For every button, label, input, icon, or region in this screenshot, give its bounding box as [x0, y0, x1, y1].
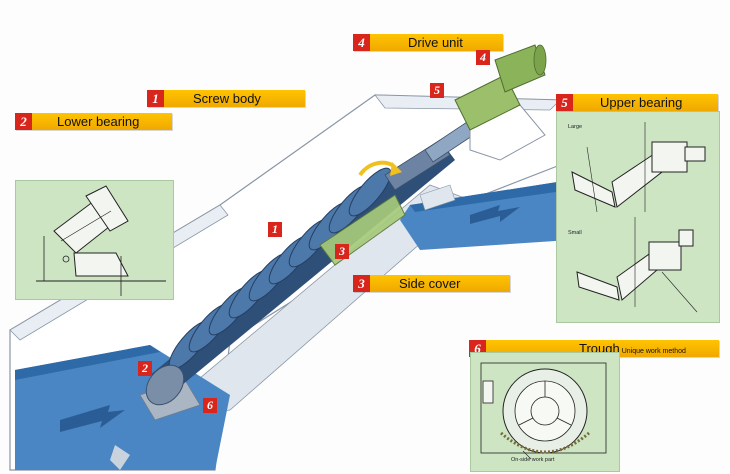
callout-drive-unit: 4: [476, 50, 490, 65]
screw-shaft: [150, 140, 455, 395]
label-side-cover: 3 Side cover: [353, 275, 510, 292]
drive-motor: [494, 44, 546, 93]
callout-screw-body: 1: [268, 222, 282, 237]
callout-trough: 6: [203, 398, 217, 413]
label-drive-unit: 4 Drive unit: [353, 34, 503, 51]
trough-inset: On-side work part: [470, 352, 620, 472]
upper-bearing-drawing: [571, 122, 706, 313]
screw-flights: [168, 167, 392, 370]
callout-side-cover: 3: [335, 244, 349, 259]
trough-drawing: [480, 362, 607, 460]
upper-bearing-inset: Large Small: [556, 111, 720, 323]
trough-subtitle: Unique work method: [621, 348, 686, 355]
upper-bearing-large-caption: Large: [568, 124, 583, 130]
trough-inset-caption: On-side work part: [511, 457, 555, 463]
lower-bearing-drawing: [36, 185, 166, 296]
callout-lower-bearing: 2: [138, 361, 152, 376]
lower-bearing-inset: [15, 180, 174, 300]
upper-bearing-small-caption: Small: [568, 230, 582, 236]
label-upper-bearing: 5 Upper bearing: [556, 94, 718, 111]
callout-upper-bearing: 5: [430, 83, 444, 98]
label-screw-body: 1 Screw body: [147, 90, 305, 107]
label-lower-bearing: 2 Lower bearing: [15, 113, 172, 130]
